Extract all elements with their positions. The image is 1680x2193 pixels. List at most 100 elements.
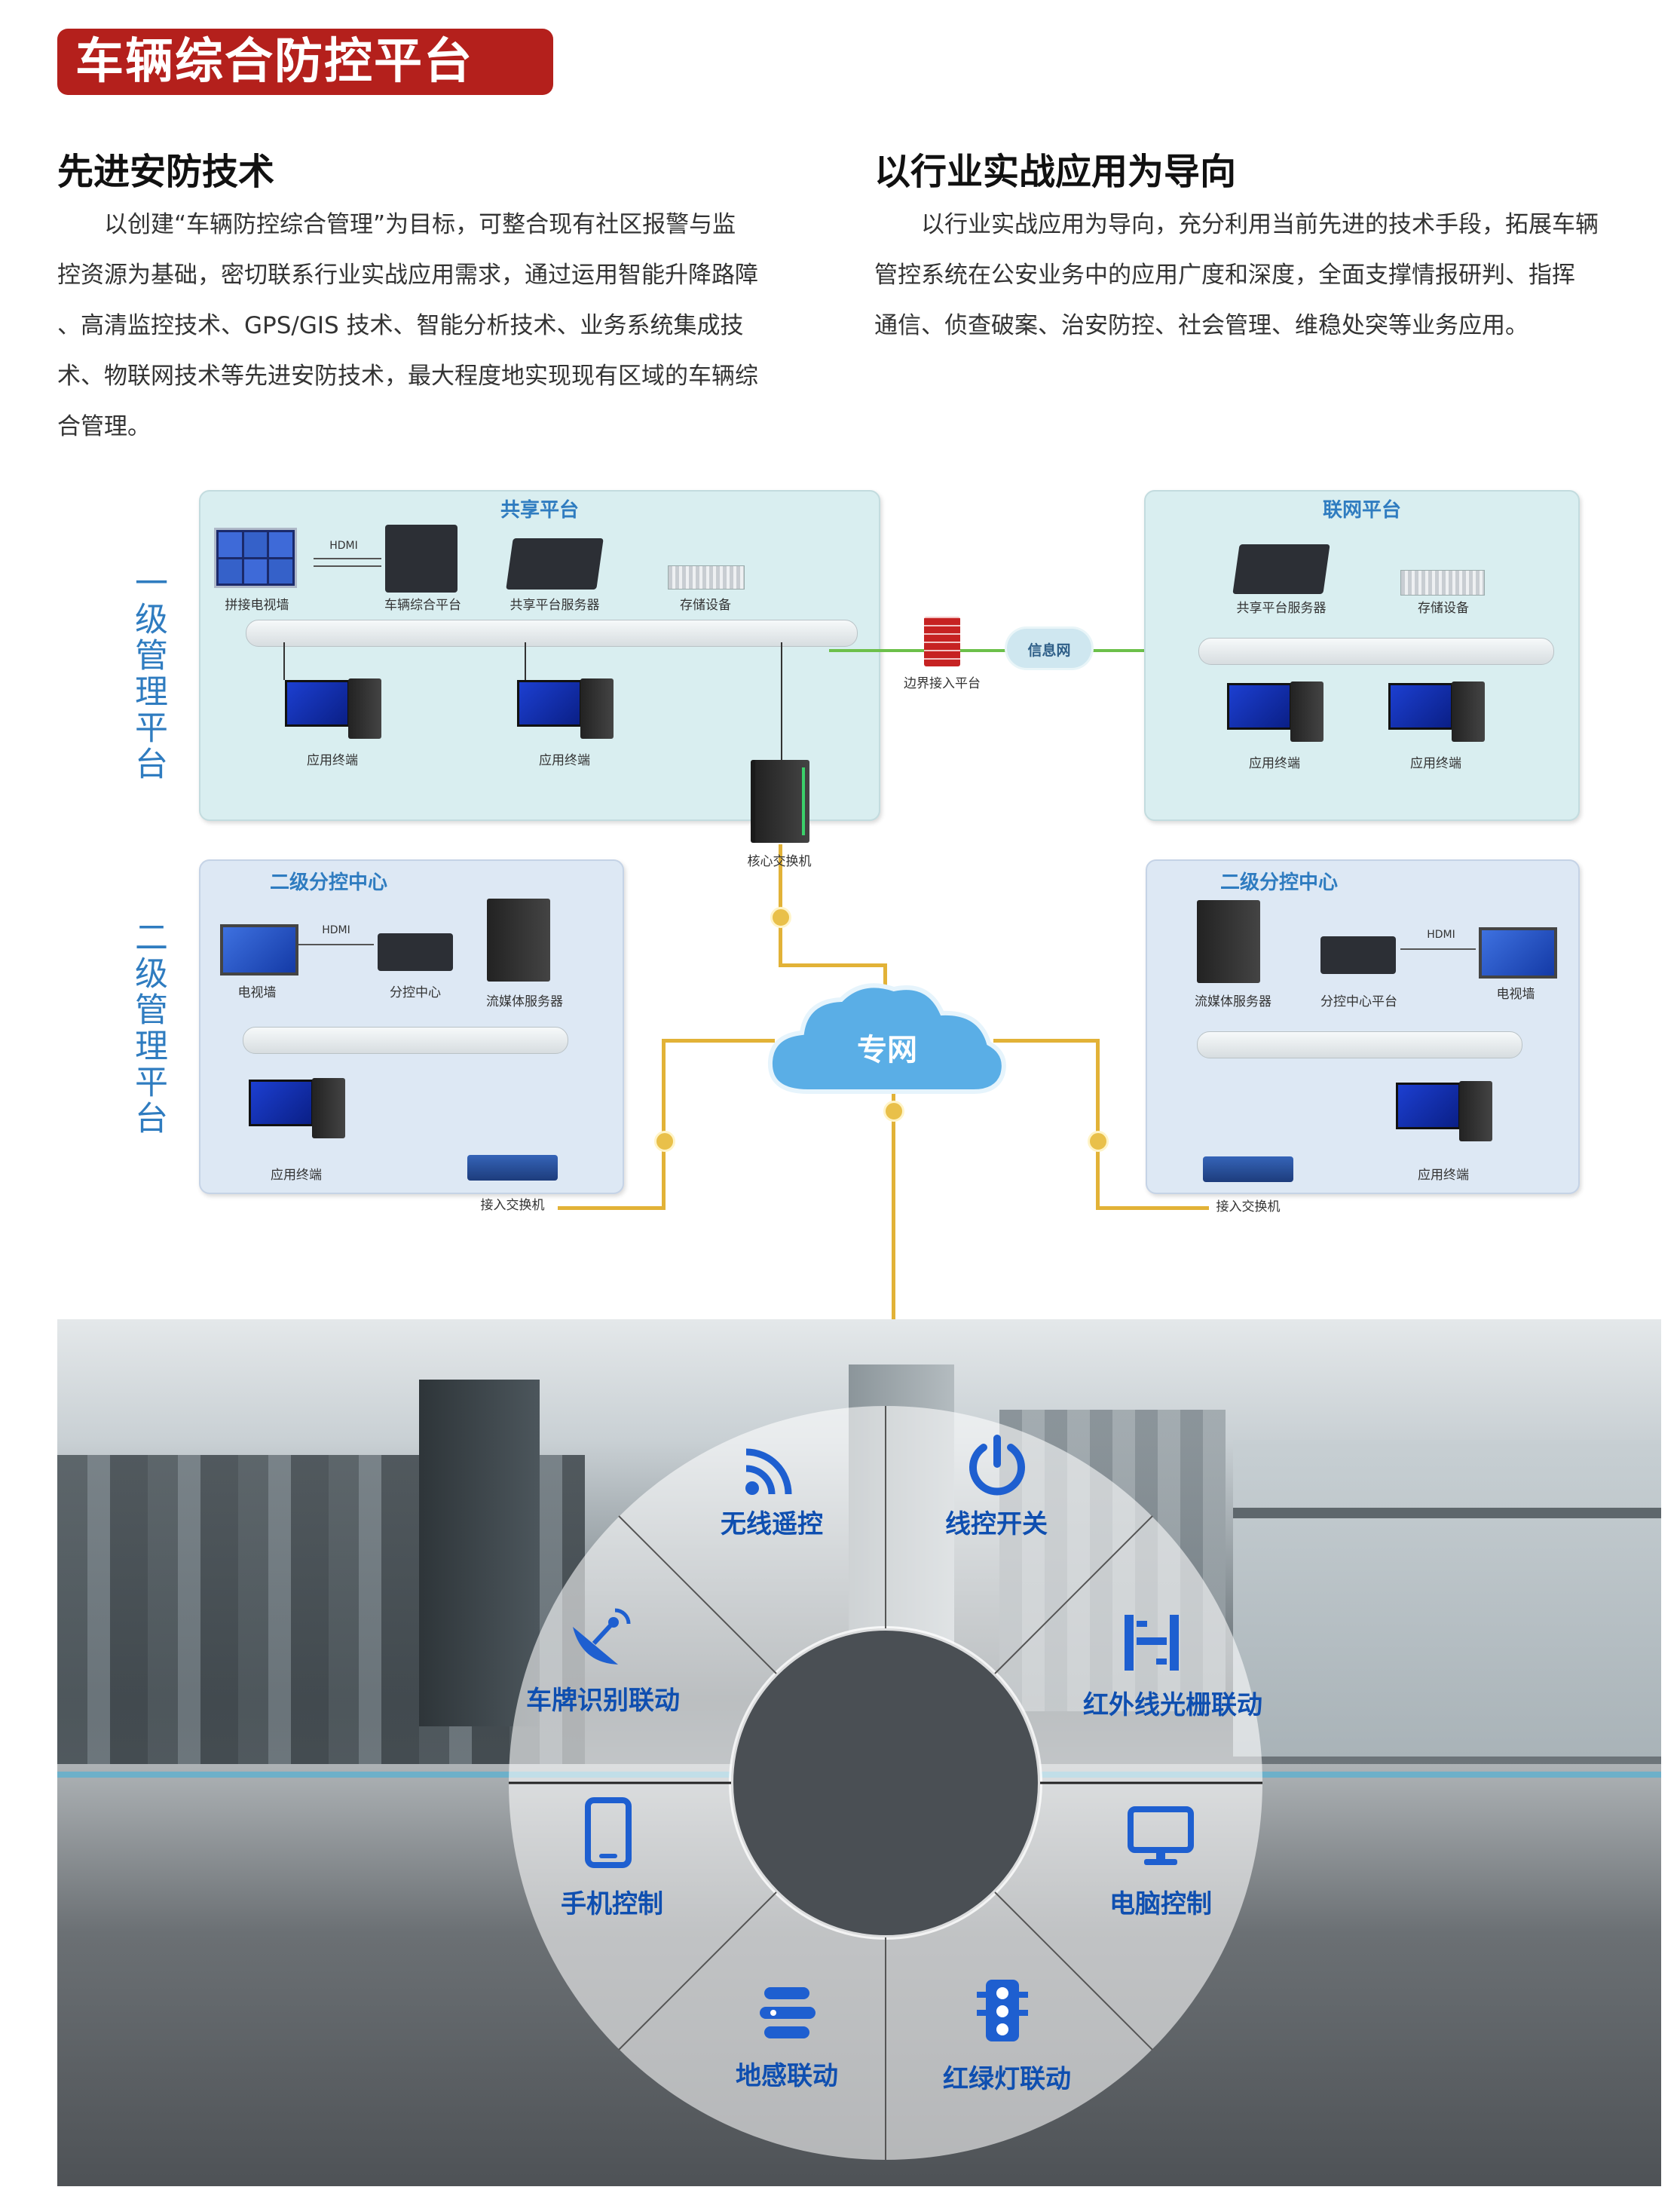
tower-building — [419, 1380, 540, 1726]
access-switch-icon — [467, 1155, 558, 1181]
left-body-line: 控资源为基础，密切联系行业实战应用需求，通过运用智能升降路障 — [57, 262, 758, 289]
mobile-phone-icon — [585, 1797, 632, 1868]
private-net-cloud-icon — [767, 983, 1006, 1094]
terminal-label: 应用终端 — [271, 1168, 322, 1183]
cable — [1096, 1039, 1100, 1208]
access-switch-label: 接入交换机 — [1216, 1199, 1281, 1214]
wheel-center — [731, 1628, 1040, 1937]
networked-bus — [1198, 638, 1554, 665]
private-net-label: 专网 — [857, 1033, 917, 1067]
wifi-icon — [745, 1448, 792, 1495]
tv-wall-icon — [1479, 927, 1557, 979]
firewall-label: 边界接入平台 — [904, 676, 981, 691]
pc-tower-icon — [580, 678, 614, 739]
monitor-icon — [1227, 683, 1292, 730]
monitor-icon — [1388, 683, 1453, 730]
left-body-line: 、高清监控技术、GPS/GIS 技术、智能分析技术、业务系统集成技 — [57, 312, 744, 339]
tv-wall-label: 电视墙 — [237, 985, 277, 1000]
level2-side-label: 二级管理平台 — [125, 920, 170, 1148]
connector-line — [781, 642, 782, 778]
right-body-line: 管控系统在公安业务中的应用广度和深度，全面支撑情报研判、指挥 — [874, 262, 1575, 289]
cable — [993, 1039, 1099, 1043]
server-icon — [506, 538, 604, 590]
right-section-body: 以行业实战应用为导向，充分利用当前先进的技术手段，拓展车辆 管控系统在公安业务中… — [874, 200, 1658, 351]
vehicle-platform-label: 车辆综合平台 — [384, 598, 461, 613]
satellite-dish-icon — [573, 1608, 631, 1665]
level1-label-text: 一级管理平台 — [129, 565, 167, 783]
feature-label: 电脑控制 — [1109, 1889, 1212, 1919]
monitor-icon — [1396, 1083, 1461, 1129]
left-body-line: 以创建“车辆防控综合管理”为目标，可整合现有社区报警与监 — [104, 211, 736, 238]
networked-platform-title: 联网平台 — [1322, 499, 1401, 522]
wheel-divider — [618, 1515, 777, 1674]
hdmi-cable — [314, 558, 381, 559]
left-body-line: 合管理。 — [57, 413, 151, 440]
left-section-body: 以创建“车辆防控综合管理”为目标，可整合现有社区报警与监 控资源为基础，密切联系… — [57, 200, 822, 452]
monitor-icon — [249, 1080, 314, 1126]
control-label: 分控中心 — [390, 985, 441, 1000]
cable-node — [1088, 1131, 1109, 1152]
switch-led — [802, 767, 805, 835]
monitor-icon — [517, 680, 582, 727]
left-body-line: 术、物联网技术等先进安防技术，最大程度地实现现有区域的车辆综 — [57, 363, 758, 390]
terminal-label: 应用终端 — [307, 753, 358, 768]
wheel-divider — [994, 1515, 1153, 1674]
bridge — [1233, 1508, 1661, 1518]
level1-side-label: 一级管理平台 — [125, 565, 170, 794]
media-server-icon — [487, 899, 550, 982]
feature-label: 地感联动 — [736, 2061, 838, 2091]
control-box-icon — [1320, 936, 1396, 974]
city-road-photo: 无线遥控 线控开关 车牌识别联动 红外线光栅联动 手机控制 电脑控制 地感联动 — [57, 1319, 1661, 2186]
feature-label: 红绿灯联动 — [943, 2064, 1071, 2094]
sub-center-left-panel: 二级分控中心 电视墙 HDMI 分控中心 流媒体服务器 应用终端 — [199, 859, 624, 1194]
terminal-label: 应用终端 — [1249, 756, 1300, 771]
pc-tower-icon — [348, 678, 381, 739]
hdmi-label: HDMI — [329, 540, 358, 552]
info-net-cloud-icon — [1007, 629, 1091, 668]
computer-monitor-icon — [1128, 1806, 1194, 1865]
power-icon — [969, 1435, 1025, 1496]
control-label: 分控中心平台 — [1320, 994, 1397, 1009]
sub-center-left-title: 二级分控中心 — [269, 871, 387, 894]
right-section-heading: 以行业实战应用为导向 — [874, 151, 1237, 193]
storage-icon — [1400, 570, 1485, 596]
shared-server-label: 共享平台服务器 — [510, 598, 600, 613]
pc-tower-icon — [1452, 681, 1485, 742]
hdmi-label: HDMI — [322, 924, 350, 936]
river — [1233, 1440, 1661, 1757]
tv-wall-label: 电视墙 — [1496, 987, 1535, 1002]
storage-label: 存储设备 — [680, 598, 731, 613]
terminal-label: 应用终端 — [539, 753, 590, 768]
media-server-label: 流媒体服务器 — [486, 994, 563, 1009]
networked-platform-panel: 联网平台 共享平台服务器 存储设备 应用终端 应用终端 — [1144, 490, 1580, 821]
right-body-line: 以行业实战应用为导向，充分利用当前先进的技术手段，拓展车辆 — [921, 211, 1599, 238]
cable-node — [654, 1131, 675, 1152]
cable — [1096, 1206, 1209, 1210]
light-grating-icon — [1125, 1615, 1179, 1671]
wheel-divider — [618, 1891, 777, 2051]
terminal-label: 应用终端 — [1410, 756, 1461, 771]
wheel-divider — [994, 1891, 1153, 2051]
hdmi-cable — [298, 944, 374, 945]
networked-server-label: 共享平台服务器 — [1236, 601, 1327, 616]
cable — [662, 1039, 775, 1043]
ground-sensor-icon — [760, 1987, 816, 2038]
terminal-label: 应用终端 — [1418, 1168, 1469, 1183]
cable-node — [770, 907, 791, 928]
connector-line — [283, 642, 285, 680]
server-icon — [1232, 544, 1330, 594]
feature-wheel — [509, 1406, 1262, 2160]
media-server-label: 流媒体服务器 — [1195, 994, 1271, 1009]
sub-center-right-title: 二级分控中心 — [1219, 871, 1338, 894]
access-switch-label: 接入交换机 — [480, 1198, 545, 1213]
access-switch-icon — [1203, 1156, 1293, 1182]
control-box-icon — [378, 933, 453, 971]
cable — [892, 1086, 895, 1319]
sub-center-right-panel: 二级分控中心 流媒体服务器 分控中心平台 HDMI 电视墙 应用终端 — [1146, 859, 1580, 1194]
firewall-icon — [924, 617, 960, 666]
feature-label: 红外线光栅联动 — [1083, 1690, 1262, 1720]
level2-label-text: 二级管理平台 — [129, 920, 167, 1137]
feature-label: 无线遥控 — [721, 1509, 823, 1539]
network-diagram: 一级管理平台 二级管理平台 共享平台 拼接电视墙 HDMI 车辆综合平台 共享平… — [0, 467, 1680, 1319]
cable — [779, 844, 782, 965]
